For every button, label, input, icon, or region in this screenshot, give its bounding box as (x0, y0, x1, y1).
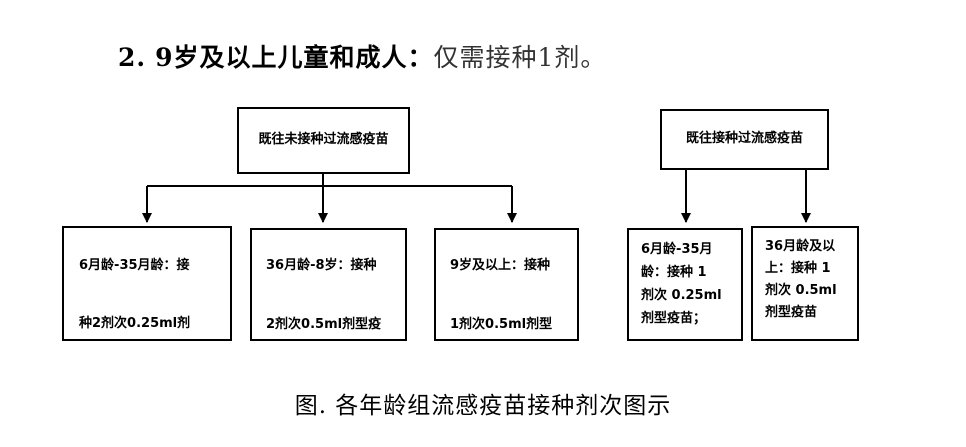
left-child-2-line2: 2剂次0.5ml剂型疫 (266, 317, 382, 332)
section-heading: 2. 9岁及以上儿童和成人：仅需接种1剂。 (118, 38, 606, 74)
right-child-1-line3: 剂次 0.25ml (641, 288, 722, 303)
heading-age-group: 9岁及以上儿童和成人： (155, 43, 434, 72)
left-child-box-2: 36月龄-8岁：接种 2剂次0.5ml剂型疫 (250, 228, 407, 341)
right-child-2-line1: 36月龄及以 (765, 239, 836, 254)
right-child-2-line2: 上：接种 1 (765, 261, 831, 276)
left-child-3-line1: 9岁及以上：接种 (450, 258, 551, 273)
left-child-2-line1: 36月龄-8岁：接种 (266, 258, 377, 273)
left-child-box-3: 9岁及以上：接种 1剂次0.5ml剂型 (434, 228, 579, 341)
left-child-1-line2: 种2剂次0.25ml剂 (79, 316, 191, 331)
left-child-3-line2: 1剂次0.5ml剂型 (450, 317, 553, 332)
heading-number: 2. (118, 43, 147, 72)
left-child-box-1: 6月龄-35月龄：接 种2剂次0.25ml剂 (62, 226, 232, 341)
figure-caption: 图. 各年龄组流感疫苗接种剂次图示 (294, 393, 672, 419)
left-root-label: 既往未接种过流感疫苗 (258, 132, 389, 148)
right-child-1-line4: 剂型疫苗； (641, 311, 707, 326)
right-child-1-line2: 龄：接种 1 (641, 265, 707, 280)
right-child-2-line3: 剂次 0.5ml (765, 283, 837, 298)
right-root-box: 既往接种过流感疫苗 (660, 109, 829, 170)
right-child-2-line4: 剂型疫苗 (765, 305, 818, 320)
right-child-1-line1: 6月龄-35月 (641, 242, 713, 257)
right-child-box-1: 6月龄-35月 龄：接种 1 剂次 0.25ml 剂型疫苗； (627, 228, 743, 341)
left-child-1-line1: 6月龄-35月龄：接 (79, 258, 190, 273)
right-root-label: 既往接种过流感疫苗 (685, 131, 803, 147)
heading-instruction: 仅需接种1剂。 (433, 43, 607, 72)
right-child-box-2: 36月龄及以 上：接种 1 剂次 0.5ml 剂型疫苗 (751, 226, 859, 341)
left-root-box: 既往未接种过流感疫苗 (237, 107, 410, 174)
